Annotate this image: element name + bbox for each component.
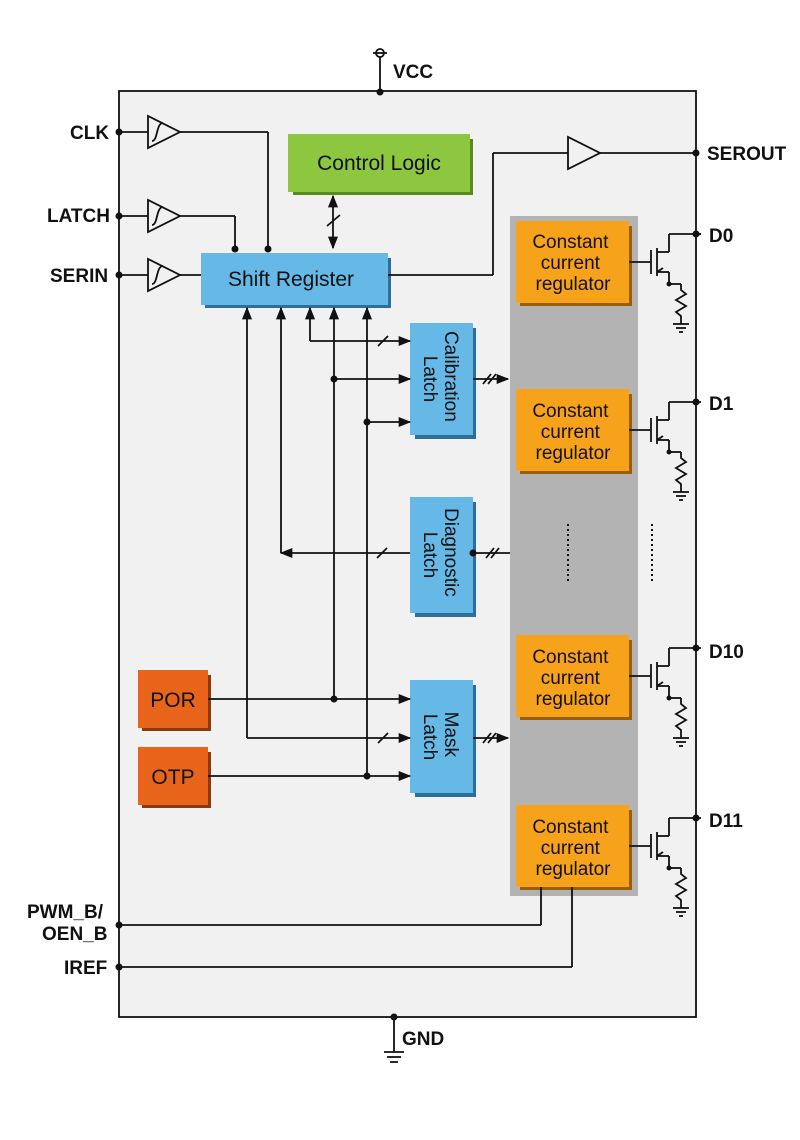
diagnostic-latch-block bbox=[410, 497, 473, 613]
control-logic-label: Control Logic bbox=[317, 152, 441, 175]
iref-label: IREF bbox=[64, 958, 107, 979]
calibration-latch-label: Calibration Latch bbox=[419, 331, 461, 427]
shift-register-label: Shift Register bbox=[228, 268, 354, 291]
clk-label: CLK bbox=[70, 123, 109, 144]
regulator-bank bbox=[510, 216, 638, 896]
regulator-d1: Constant current regulator bbox=[516, 389, 702, 501]
serout-label: SEROUT bbox=[707, 144, 787, 165]
d0-label: D0 bbox=[709, 226, 733, 247]
vcc-label: VCC bbox=[393, 62, 433, 83]
d11-label: D11 bbox=[709, 811, 743, 832]
regulator-label: Constant current regulator bbox=[532, 232, 613, 295]
d10-label: D10 bbox=[709, 642, 744, 663]
regulator-d10: Constant current regulator bbox=[516, 635, 702, 747]
d1-label: D1 bbox=[709, 394, 734, 415]
calibration-latch-block bbox=[410, 323, 473, 435]
mask-latch-block bbox=[410, 680, 473, 793]
pwm-oen-label: PWM_B/ OEN_B bbox=[27, 902, 108, 945]
regulator-label: Constant current regulator bbox=[532, 817, 613, 880]
otp-label: OTP bbox=[151, 766, 194, 789]
control-logic-block bbox=[288, 134, 470, 192]
por-label: POR bbox=[150, 689, 196, 712]
serin-label: SERIN bbox=[50, 266, 108, 287]
otp-block bbox=[138, 747, 208, 805]
shift-register-block bbox=[201, 253, 388, 305]
diagnostic-latch-label: Diagnostic Latch bbox=[419, 508, 461, 602]
regulator-d11: Constant current regulator bbox=[516, 805, 702, 917]
mask-latch-label: Mask Latch bbox=[419, 712, 461, 763]
gnd-label: GND bbox=[402, 1029, 444, 1050]
regulator-label: Constant current regulator bbox=[532, 401, 613, 464]
regulator-label: Constant current regulator bbox=[532, 647, 613, 710]
por-block bbox=[138, 670, 208, 728]
regulator-d0: Constant current regulator bbox=[516, 221, 702, 333]
latch-label: LATCH bbox=[47, 206, 110, 227]
